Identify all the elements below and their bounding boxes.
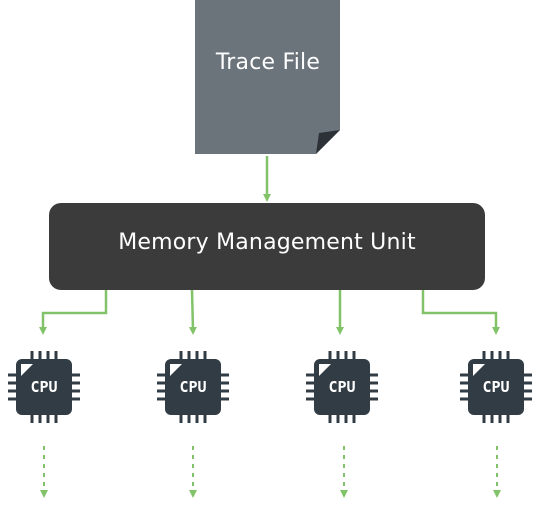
cpu-layer (8, 351, 532, 423)
cpu-pin (30, 351, 34, 359)
mmu-box (49, 203, 485, 290)
cpu-pin (370, 373, 378, 377)
cpu-pin (506, 415, 510, 423)
cpu-pin (8, 373, 16, 377)
cpu-pin (54, 351, 58, 359)
cpu-pin (54, 415, 58, 423)
cpu-pin (72, 373, 80, 377)
cpu-pin (490, 351, 494, 359)
cpu-pin (203, 351, 207, 359)
cpu-pin (506, 351, 510, 359)
connector-cpu-2 (188, 289, 197, 335)
cpu-pin (30, 415, 34, 423)
cpu-chip-notch (170, 364, 182, 376)
cpu-pin (336, 415, 340, 423)
cpu-pin (203, 415, 207, 423)
cpu-pin (344, 351, 348, 359)
cpu-pin (306, 389, 314, 393)
cpu-1-label: CPU (30, 378, 58, 396)
cpu-pin (72, 397, 80, 401)
cpu-pin (370, 389, 378, 393)
cpu-pin (221, 397, 229, 401)
cpu-pin (72, 381, 80, 385)
cpu-3-label: CPU (328, 378, 356, 396)
cpu-pin (179, 351, 183, 359)
cpu-pin (482, 415, 486, 423)
cpu-pin (8, 381, 16, 385)
cpu-pin (38, 415, 42, 423)
cpu-chip-notch (319, 364, 331, 376)
cpu-chip-body (16, 359, 72, 415)
cpu-pin (187, 415, 191, 423)
cpu-pin (195, 351, 199, 359)
cpu-pin (221, 373, 229, 377)
cpu-pin (498, 415, 502, 423)
cpu-pin (157, 397, 165, 401)
cpu-pin (46, 415, 50, 423)
trace-file-document (195, 0, 340, 154)
cpu-pin (306, 381, 314, 385)
cpu-pin (157, 389, 165, 393)
cpu-output-arrows (40, 446, 501, 498)
connector-cpu-4 (421, 290, 500, 335)
cpu-pin (195, 415, 199, 423)
cpu-pin (460, 373, 468, 377)
cpu-pin (306, 397, 314, 401)
mmu-cpu-connectors (39, 289, 500, 335)
cpu-pin (482, 351, 486, 359)
cpu-pin (370, 397, 378, 401)
mmu-label: Memory Management Unit (118, 230, 416, 255)
document-sheet (195, 0, 340, 154)
document-folded-corner (316, 130, 340, 154)
cpu-pin (328, 351, 332, 359)
cpu-pin (460, 389, 468, 393)
cpu-pin (221, 389, 229, 393)
cpu-pin (524, 389, 532, 393)
trace-file-label: Trace File (215, 50, 321, 75)
cpu-4-label: CPU (482, 378, 510, 396)
cpu-pin (157, 373, 165, 377)
cpu-pin (524, 373, 532, 377)
cpu-chip-1 (8, 351, 80, 423)
cpu-pin (8, 397, 16, 401)
cpu-pin (187, 351, 191, 359)
cpu-chip-body (468, 359, 524, 415)
cpu-pin (344, 415, 348, 423)
cpu-pin (490, 415, 494, 423)
cpu-pin (46, 351, 50, 359)
cpu-pin (8, 389, 16, 393)
cpu-pin (524, 397, 532, 401)
cpu-pin (352, 415, 356, 423)
cpu-pin (157, 381, 165, 385)
cpu-pin (352, 351, 356, 359)
cpu-chip-body (165, 359, 221, 415)
cpu-pin (460, 381, 468, 385)
cpu-pin (328, 415, 332, 423)
connector-cpu-1 (39, 290, 108, 335)
cpu-chip-notch (473, 364, 485, 376)
cpu-chip-4 (460, 351, 532, 423)
cpu-pin (524, 381, 532, 385)
cpu-chip-3 (306, 351, 378, 423)
cpu-pin (179, 415, 183, 423)
cpu-pin (72, 389, 80, 393)
cpu-pin (370, 381, 378, 385)
cpu-chip-notch (21, 364, 33, 376)
cpu-pin (460, 397, 468, 401)
cpu-2-label: CPU (179, 378, 207, 396)
cpu-chip-2 (157, 351, 229, 423)
cpu-chip-body (314, 359, 370, 415)
cpu-pin (336, 351, 340, 359)
cpu-pin (221, 381, 229, 385)
cpu-pin (38, 351, 42, 359)
cpu-pin (498, 351, 502, 359)
cpu-pin (306, 373, 314, 377)
